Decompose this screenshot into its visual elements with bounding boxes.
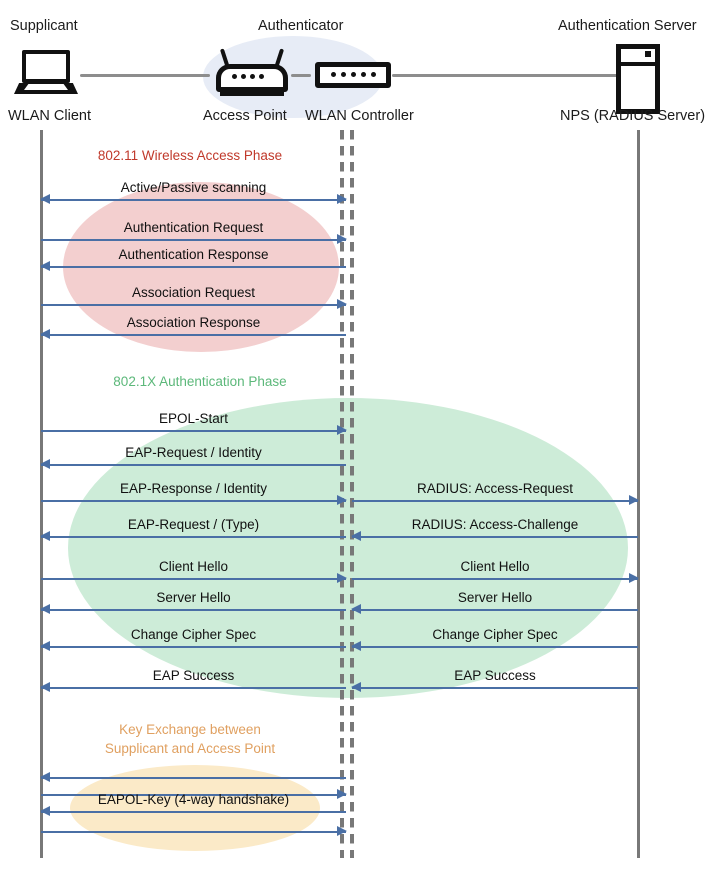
message-label: EAP-Request / (Type) bbox=[127, 517, 260, 532]
message-label: Client Hello bbox=[460, 559, 530, 574]
message-line bbox=[41, 199, 346, 201]
access-point-icon bbox=[216, 48, 288, 98]
message-line bbox=[41, 646, 346, 648]
message-line bbox=[352, 646, 638, 648]
arrow-head-left-icon bbox=[40, 329, 50, 339]
phase-caption-wireless-access: 802.11 Wireless Access Phase bbox=[97, 148, 283, 163]
message-label: Change Cipher Spec bbox=[432, 627, 558, 642]
message-line bbox=[352, 578, 638, 580]
message-label: Client Hello bbox=[158, 559, 229, 574]
message-label: EPOL-Start bbox=[158, 411, 229, 426]
message-label: RADIUS: Access-Challenge bbox=[411, 517, 579, 532]
arrow-head-left-icon bbox=[40, 531, 50, 541]
lifeline-wlan-controller bbox=[350, 130, 354, 858]
role-title-authentication-server: Authentication Server bbox=[558, 18, 697, 34]
arrow-head-right-icon bbox=[337, 573, 347, 583]
message-line bbox=[352, 536, 638, 538]
arrow-head-right-icon bbox=[337, 194, 347, 204]
message-label: EAP Success bbox=[454, 668, 536, 683]
message-label: EAP-Request / Identity bbox=[125, 445, 262, 460]
phase-ellipse-key-exchange bbox=[70, 765, 320, 851]
message-label: EAP-Response / Identity bbox=[119, 481, 268, 496]
message-line bbox=[41, 777, 346, 779]
role-sub-wlan-controller: WLAN Controller bbox=[305, 108, 414, 124]
message-line bbox=[41, 536, 346, 538]
arrow-head-left-icon bbox=[40, 682, 50, 692]
message-label: Authentication Request bbox=[123, 220, 264, 235]
arrow-head-right-icon bbox=[629, 495, 639, 505]
message-label: Association Request bbox=[131, 285, 256, 300]
wlan-controller-icon bbox=[315, 62, 391, 88]
message-line bbox=[41, 500, 346, 502]
message-line bbox=[41, 304, 346, 306]
role-sub-wlan-client: WLAN Client bbox=[8, 108, 91, 124]
message-line bbox=[41, 609, 346, 611]
arrow-head-left-icon bbox=[40, 806, 50, 816]
message-line bbox=[41, 794, 346, 796]
arrow-head-right-icon bbox=[337, 234, 347, 244]
wire-controller-to-server bbox=[392, 74, 618, 77]
role-title-authenticator: Authenticator bbox=[258, 18, 344, 34]
phase-caption-dot1x-auth: 802.1X Authentication Phase bbox=[113, 374, 287, 389]
role-title-supplicant: Supplicant bbox=[10, 18, 78, 34]
arrow-head-right-icon bbox=[629, 573, 639, 583]
message-label: Association Response bbox=[126, 315, 261, 330]
message-label: Server Hello bbox=[156, 590, 231, 605]
wire-ap-to-controller bbox=[291, 74, 311, 77]
message-line bbox=[41, 464, 346, 466]
message-line bbox=[352, 500, 638, 502]
arrow-head-left-icon bbox=[40, 194, 50, 204]
message-label: RADIUS: Access-Request bbox=[416, 481, 574, 496]
message-label: Change Cipher Spec bbox=[130, 627, 257, 642]
role-sub-nps-radius-server: NPS (RADIUS Server) bbox=[560, 108, 706, 124]
arrow-head-left-icon bbox=[40, 772, 50, 782]
message-line bbox=[352, 609, 638, 611]
wire-client-to-ap bbox=[80, 74, 210, 77]
message-label: Authentication Response bbox=[118, 247, 269, 262]
arrow-head-right-icon bbox=[337, 299, 347, 309]
arrow-head-right-icon bbox=[337, 495, 347, 505]
message-label: Server Hello bbox=[457, 590, 533, 605]
server-icon bbox=[616, 44, 660, 114]
message-line bbox=[352, 687, 638, 689]
message-line bbox=[41, 334, 346, 336]
laptop-icon bbox=[14, 50, 78, 96]
arrow-head-left-icon bbox=[40, 261, 50, 271]
arrow-head-right-icon bbox=[337, 425, 347, 435]
message-line bbox=[41, 430, 346, 432]
arrow-head-left-icon bbox=[351, 604, 361, 614]
lifeline-authentication-server bbox=[637, 130, 640, 858]
phase-caption-key-exchange: Key Exchange between Supplicant and Acce… bbox=[104, 722, 276, 756]
arrow-head-right-icon bbox=[337, 789, 347, 799]
message-line bbox=[41, 831, 346, 833]
arrow-head-left-icon bbox=[40, 604, 50, 614]
message-line bbox=[41, 239, 346, 241]
message-line bbox=[41, 811, 346, 813]
message-label: EAPOL-Key (4-way handshake) bbox=[97, 792, 290, 807]
role-sub-access-point: Access Point bbox=[203, 108, 287, 124]
message-label: EAP Success bbox=[152, 668, 235, 683]
arrow-head-left-icon bbox=[40, 459, 50, 469]
arrow-head-left-icon bbox=[351, 531, 361, 541]
arrow-head-left-icon bbox=[40, 641, 50, 651]
message-line bbox=[41, 687, 346, 689]
message-line bbox=[41, 266, 346, 268]
arrow-head-left-icon bbox=[351, 682, 361, 692]
message-line bbox=[41, 578, 346, 580]
phase-ellipse-dot1x-auth bbox=[68, 398, 628, 698]
arrow-head-right-icon bbox=[337, 826, 347, 836]
message-label: Active/Passive scanning bbox=[120, 180, 267, 195]
arrow-head-left-icon bbox=[351, 641, 361, 651]
lifeline-supplicant bbox=[40, 130, 43, 858]
lifeline-access-point bbox=[340, 130, 344, 858]
